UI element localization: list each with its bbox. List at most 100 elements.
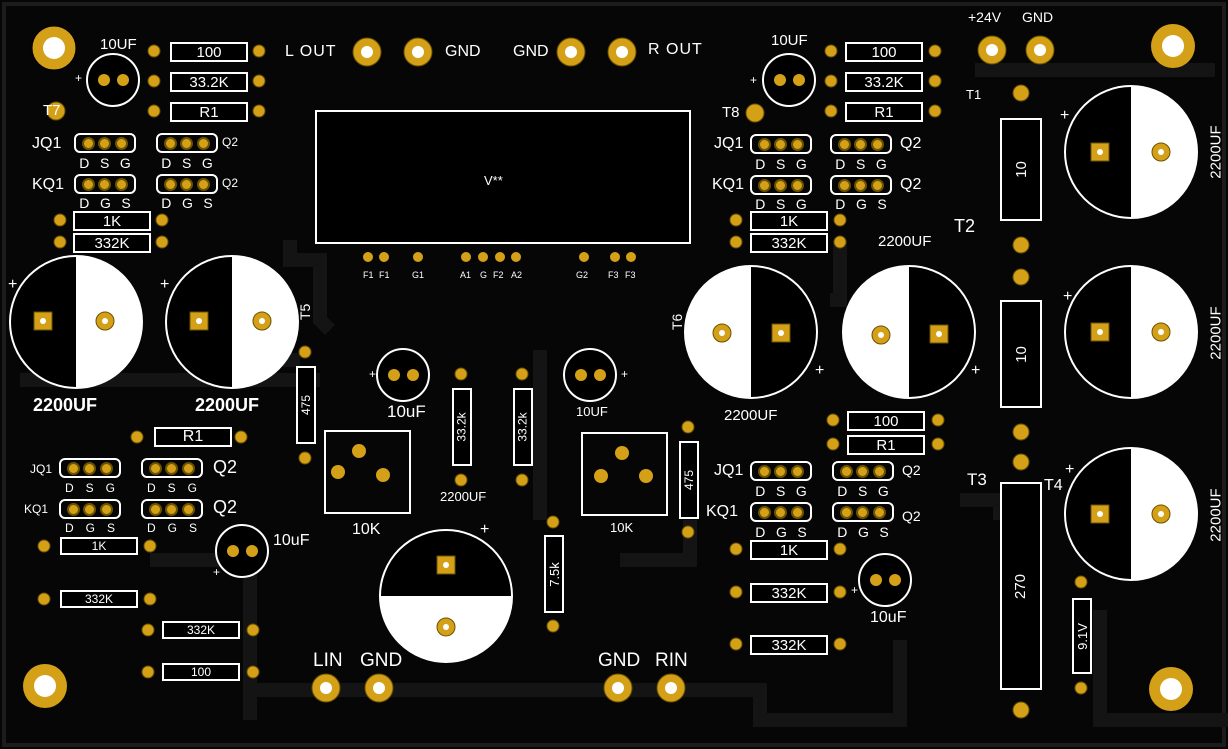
t2-label: T2 [954,216,976,236]
t4-label: T4 [1044,477,1063,494]
t3-label: T3 [967,470,987,489]
cap-2200uf-label: 2200UF [440,489,487,504]
jq1-label: JQ1 [30,462,53,476]
pot-10k-label: 10K [610,520,634,535]
resistor-332k: 332K [750,635,828,655]
kq1-label: KQ1 [706,503,739,520]
resistor-r1: R1 [170,102,248,122]
jq1-label: JQ1 [32,135,62,152]
polarity-plus-mark: + [75,71,83,85]
gnd-left-label: GND [445,43,481,60]
mounting-hole-center [1162,35,1184,57]
polarity-plus-mark: + [851,583,859,597]
resistor-33-2k: 33.2k [452,388,472,466]
cap-2200uf-label: 2200UF [33,395,98,415]
q2-label: Q2 [902,508,921,524]
resistor-100: 100 [847,411,925,431]
resistor-270-power: 270 [1000,482,1042,690]
transistor-kq1-footprint [750,175,812,195]
cap-10uf-label: 10UF [100,36,137,53]
polarity-plus-mark: + [8,276,18,293]
cap-10uf-label: 10uF [273,532,310,549]
cap-2200uf-label: 2200UF [1207,488,1225,542]
rin-label: RIN [655,650,688,671]
cap-2200uf-label: 2200UF [195,395,260,415]
plus24v-label: +24V [968,9,1002,25]
q2-label: Q2 [900,176,922,193]
resistor-1k: 1K [750,211,828,231]
polarity-plus-mark: + [750,73,758,87]
transistor-kq1-footprint [74,174,136,194]
resistor-10-power: 10 [1000,300,1042,408]
q2-label: Q2 [902,462,921,478]
resistor-r1: R1 [154,427,232,447]
transistor-q2-footprint [832,502,894,522]
ic-pin-label: G2 [576,270,589,280]
l-out-label: L OUT [285,43,337,60]
cap-10uf-label: 10uF [870,609,907,626]
kq1-label: KQ1 [712,176,745,193]
transistor-kq1-footprint [750,502,812,522]
r-out-label: R OUT [648,41,703,58]
transistor-q2-footprint [141,458,203,478]
t7-label: T7 [43,102,61,119]
cap-10uf-label: 10UF [771,32,808,49]
transistor-q2-footprint [156,133,218,153]
kq1-label: KQ1 [24,502,49,516]
transistor-jq1-footprint [59,458,121,478]
resistor-r1: R1 [847,435,925,455]
cap-10uf-label: 10uF [387,402,426,421]
ic-pin-label: A2 [511,270,523,280]
resistor-332k: 332K [162,621,240,639]
transistor-q2-footprint [141,499,203,519]
q2-label: Q2 [222,135,239,149]
mounting-hole-center [34,675,56,697]
cap-10uf-label: 10UF [576,404,608,419]
resistor-33-2k: 33.2K [845,72,923,92]
resistor-100: 100 [162,663,240,681]
resistor-100: 100 [845,42,923,62]
q2-label: Q2 [213,497,238,517]
gnd-right-label: GND [513,43,549,60]
resistor-10-power: 10 [1000,118,1042,221]
ic-pin-label: F2 [493,270,504,280]
polarity-plus-mark: + [815,362,825,379]
cap-2200uf-label: 2200UF [724,407,778,424]
mounting-hole-center [43,37,65,59]
resistor-100: 100 [170,42,248,62]
cap-2200uf-label: 2200UF [878,233,932,250]
ic-pin-label: A1 [460,270,472,280]
resistor-r1: R1 [845,102,923,122]
ic-label: V** [484,173,503,188]
cap-2200uf-label: 2200UF [1207,125,1225,179]
q2-label: Q2 [900,135,922,152]
resistor-332k: 332K [750,583,828,603]
resistor-7-5k: 7.5k [544,535,564,613]
transistor-jq1-footprint [750,134,812,154]
polarity-plus-mark: + [971,362,981,379]
jq1-label: JQ1 [714,462,744,479]
resistor-1k: 1K [60,537,138,555]
transistor-q2-footprint [832,461,894,481]
transistor-kq1-footprint [59,499,121,519]
gnd-power-label: GND [1022,9,1054,25]
q2-label: Q2 [222,176,239,190]
ic-pin-label: F1 [379,270,390,280]
lin-label: LIN [313,650,343,671]
resistor-33-2k: 33.2K [170,72,248,92]
transistor-q2-footprint [830,134,892,154]
